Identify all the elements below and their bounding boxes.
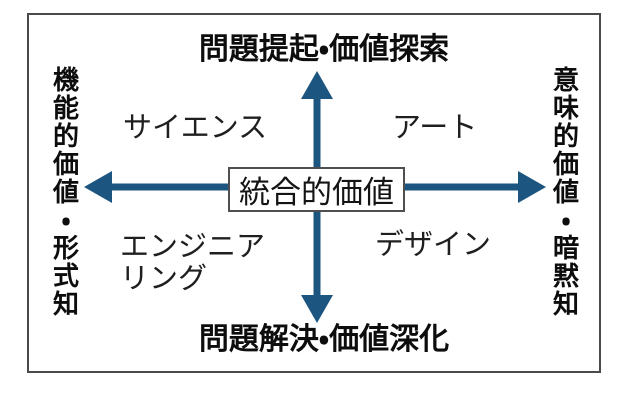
axis-left-label: 機能的価値・形式知 bbox=[49, 66, 80, 318]
axis-top-label: 問題提起・価値探索 bbox=[198, 33, 450, 66]
right-arrowhead-icon bbox=[518, 171, 546, 203]
quadrant-label-engineering: エンジニアリング bbox=[120, 231, 266, 296]
axis-bottom-label: 問題解決・価値深化 bbox=[198, 323, 450, 356]
center-value-label: 統合的価値 bbox=[239, 175, 394, 210]
axis-right-label: 意味的価値・暗黙知 bbox=[549, 66, 580, 318]
left-arrowhead-icon bbox=[84, 171, 112, 203]
quadrant-label-science: サイエンス bbox=[123, 112, 268, 144]
quadrant-label-design: デザイン bbox=[375, 229, 492, 261]
bottom-arrowhead-icon bbox=[301, 295, 333, 323]
center-value-box: 統合的価値 bbox=[228, 167, 405, 212]
figure-frame bbox=[27, 13, 601, 373]
top-arrowhead-icon bbox=[301, 71, 333, 99]
quadrant-label-art: アート bbox=[392, 112, 478, 144]
